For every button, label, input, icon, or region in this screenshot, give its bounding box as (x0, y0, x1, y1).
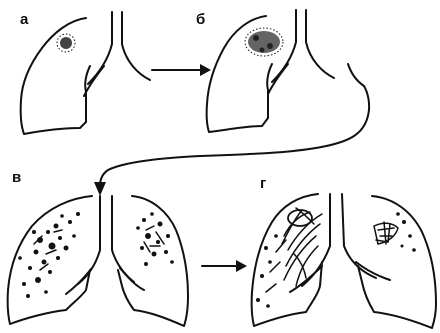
panel-g-right-focus (374, 222, 398, 244)
arrow-v-to-g (202, 260, 247, 272)
arrow-b-to-v (94, 86, 369, 196)
panel-b: б (196, 10, 364, 132)
panel-a-lung-outline (21, 18, 90, 134)
panel-a-trachea (84, 12, 150, 96)
panel-g: г (252, 175, 436, 328)
panel-g-trachea (290, 194, 390, 292)
panel-g-right-lung-outline (252, 194, 322, 326)
panel-b-enlarged-lesion (245, 28, 283, 56)
arrow-a-to-b (152, 64, 211, 76)
panel-v-trachea (66, 196, 144, 294)
panel-b-pleura-line (348, 64, 364, 86)
panel-label-a: а (20, 11, 29, 28)
panel-a: а (20, 11, 150, 134)
panel-a-focal-lesion (57, 34, 75, 52)
panel-label-g: г (260, 175, 266, 192)
panel-g-fibrotic-strands (266, 208, 322, 292)
panel-v-disseminated-lesions (18, 212, 174, 298)
panel-label-b: б (196, 11, 205, 28)
panel-v-left-lung-outline (118, 196, 188, 326)
panel-v: в (8, 169, 188, 326)
panel-g-foci-left (256, 234, 278, 308)
panel-label-v: в (12, 169, 21, 186)
panel-g-left-lung-outline (358, 196, 436, 328)
